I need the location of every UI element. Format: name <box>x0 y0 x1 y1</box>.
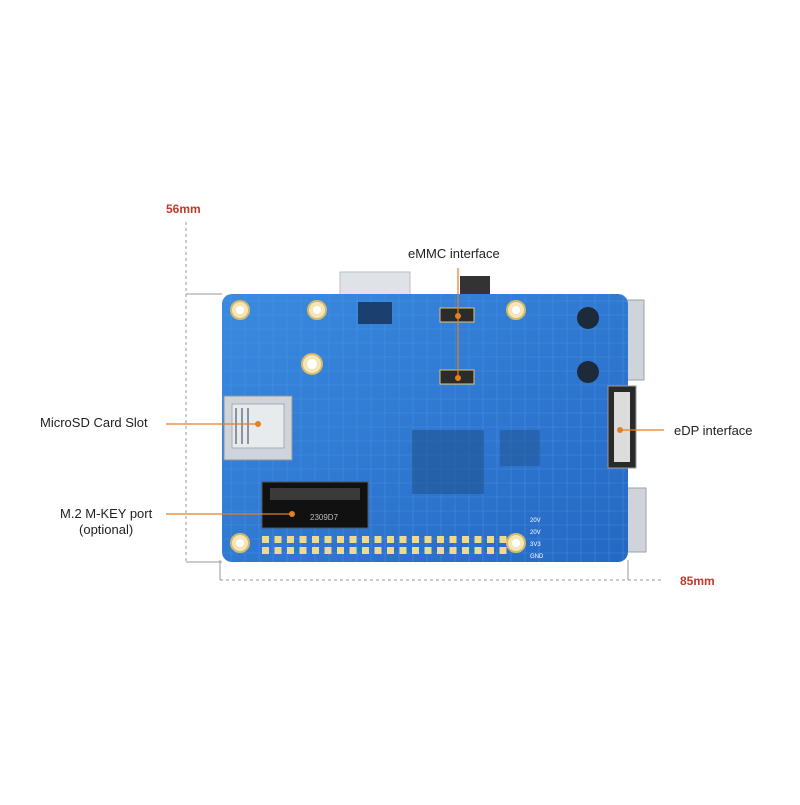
gpio-pad <box>374 547 382 554</box>
gpio-pad <box>399 536 407 543</box>
ssd-code: 2309D7 <box>310 513 339 522</box>
gpio-pad <box>362 536 369 543</box>
gpio-pad <box>262 547 269 554</box>
gpio-pad <box>462 547 469 554</box>
gpio-pad <box>299 547 307 554</box>
gpio-pad <box>287 536 294 543</box>
m2-slot <box>261 481 369 529</box>
gpio-pad <box>324 547 332 554</box>
gpio-pad <box>349 536 357 543</box>
microsd-callout: MicroSD Card Slot <box>40 415 148 430</box>
pin-labels: GND 3V3 20V 20V <box>530 518 544 560</box>
gpio-pad <box>449 547 457 554</box>
leader-lines <box>166 268 664 515</box>
gpio-pad <box>487 536 494 543</box>
gpio-pad <box>337 536 344 543</box>
pin-label-20v-b: 20V <box>530 518 541 524</box>
gpio-pad <box>399 547 407 554</box>
soc-chip <box>412 430 484 494</box>
gpio-pad <box>437 536 444 543</box>
gpio-pad <box>424 547 432 554</box>
gpio-pad <box>449 536 457 543</box>
m2-callout-line1: M.2 M-KEY port <box>60 506 153 521</box>
width-dimension-label: 85mm <box>680 574 715 588</box>
pin-label-20v-a: 20V <box>530 530 541 536</box>
gpio-pad <box>412 536 419 543</box>
gpio-pad <box>262 536 269 543</box>
top-connector <box>339 271 411 297</box>
microsd-slot <box>223 395 293 461</box>
gpio-pad <box>474 536 482 543</box>
gpio-pad <box>499 547 507 554</box>
gpio-pad <box>387 536 394 543</box>
gpio-pad <box>474 547 482 554</box>
chip-small <box>500 430 540 466</box>
gpio-pad <box>499 536 507 543</box>
gpio-pad <box>362 547 369 554</box>
gpio-pad <box>312 536 319 543</box>
gpio-pad <box>462 536 469 543</box>
gpio-pad <box>424 536 432 543</box>
m2-callout: M.2 M-KEY port (optional) <box>60 506 152 538</box>
leader-dots <box>255 313 623 517</box>
gpio-pad <box>487 547 494 554</box>
gpio-pad <box>312 547 319 554</box>
jack-bottom <box>577 361 599 383</box>
gpio-pad <box>412 547 419 554</box>
gpio-pad <box>437 547 444 554</box>
height-dimension-label: 56mm <box>166 202 201 216</box>
gpio-pad <box>374 536 382 543</box>
emmc-callout: eMMC interface <box>408 246 500 261</box>
jack-top <box>577 307 599 329</box>
gpio-pad <box>299 536 307 543</box>
gpio-pad <box>324 536 332 543</box>
gpio-pad <box>349 547 357 554</box>
pin-label-3v3: 3V3 <box>530 542 541 548</box>
edp-callout: eDP interface <box>674 423 753 438</box>
pin-label-gnd: GND <box>530 554 544 560</box>
gpio-pad <box>337 547 344 554</box>
m2-callout-line2: (optional) <box>79 522 134 537</box>
height-dimension <box>185 222 222 563</box>
gpio-pad <box>274 547 282 554</box>
gpio-header <box>262 536 507 554</box>
gpio-pad <box>287 547 294 554</box>
dip-switch <box>358 302 392 324</box>
gpio-pad <box>274 536 282 543</box>
gpio-pad <box>387 547 394 554</box>
top-connector-dark <box>460 276 490 296</box>
width-dimension <box>219 560 662 581</box>
